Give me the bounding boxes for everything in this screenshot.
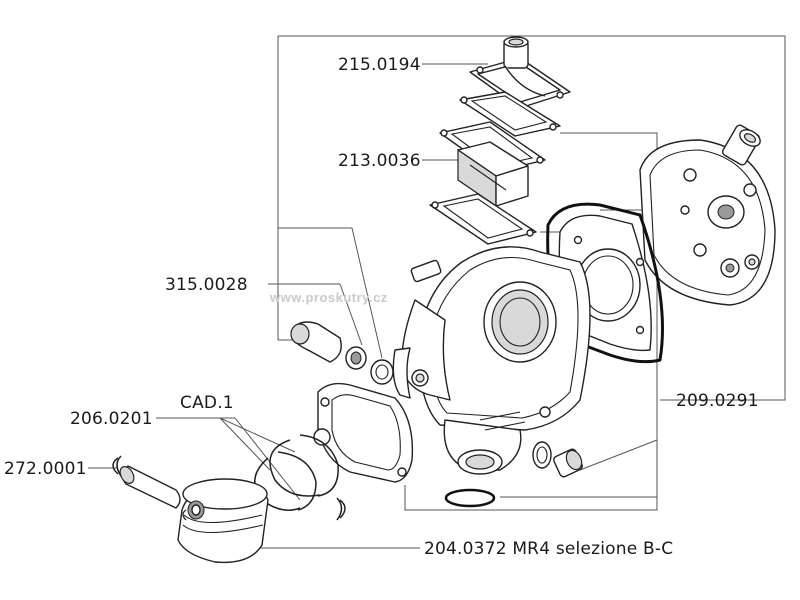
label-209-0291: 209.0291	[676, 391, 759, 411]
reed-valve	[439, 121, 546, 208]
base-gasket	[313, 382, 414, 483]
label-272-0001: 272.0001	[4, 459, 87, 479]
label-206-0201: 206.0201	[70, 409, 153, 429]
part-labels: 215.0194 213.0036 315.0028 CAD.1 206.020…	[4, 55, 759, 559]
drain-plug	[532, 441, 583, 478]
circlip-small	[182, 509, 187, 521]
manifold-gasket	[459, 91, 561, 137]
label-215-0194: 215.0194	[338, 55, 421, 75]
circlip-right	[336, 497, 346, 521]
watermark-text: www.proskutry.cz	[269, 290, 388, 305]
cylinder	[392, 246, 591, 475]
decompressor-valve	[290, 321, 394, 385]
cylinder-head	[639, 124, 776, 306]
label-cad-1: CAD.1	[180, 393, 234, 413]
o-ring	[444, 488, 496, 508]
label-204-0372: 204.0372 MR4 selezione B-C	[424, 539, 673, 559]
reed-gasket	[429, 193, 537, 245]
piston-rings	[254, 434, 339, 511]
label-315-0028: 315.0028	[165, 275, 248, 295]
circlip-left	[112, 455, 122, 477]
piston	[177, 478, 269, 564]
piston-pin	[119, 465, 181, 509]
label-213-0036: 213.0036	[338, 151, 421, 171]
